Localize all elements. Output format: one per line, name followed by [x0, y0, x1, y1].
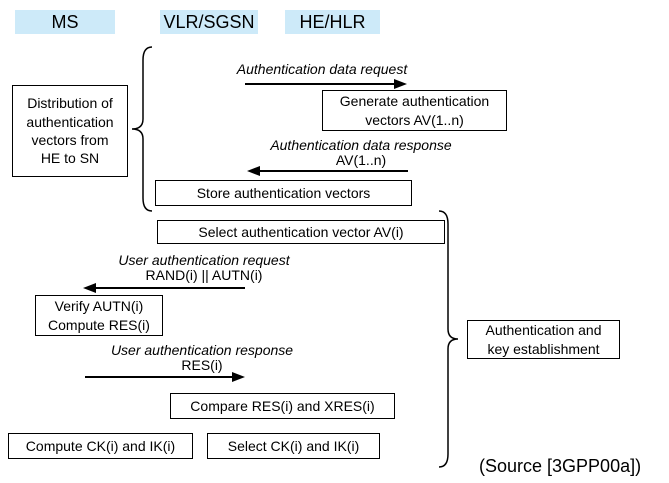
arrow-line [96, 287, 245, 289]
auth-data-response-arrow-icon [247, 165, 408, 177]
box-line: Select CK(i) and IK(i) [227, 437, 360, 454]
box-line: Compute CK(i) and IK(i) [25, 437, 176, 454]
box-line: Compute RES(i) [48, 316, 150, 333]
message-auth-data-response: Authentication data response AV(1..n) [256, 138, 466, 168]
message-label: Authentication data response [270, 137, 452, 153]
auth-key-establishment-box: Authentication and key establishment [467, 320, 620, 359]
arrowhead-left-icon [83, 283, 96, 293]
box-line: key establishment [487, 340, 600, 357]
left-curly-brace-icon [131, 46, 153, 212]
message-user-auth-response: User authentication response RES(i) [97, 343, 307, 373]
message-label: Authentication data request [236, 61, 408, 77]
arrowhead-right-icon [232, 372, 245, 382]
box-line: Authentication and [485, 322, 602, 339]
message-payload: AV(1..n) [335, 152, 387, 168]
box-line: Distribution of [27, 95, 113, 112]
generate-vectors-box: Generate authentication vectors AV(1..n) [322, 90, 507, 131]
right-curly-brace-icon [438, 210, 459, 468]
box-line: HE to SN [40, 150, 100, 167]
message-payload: RES(i) [181, 357, 223, 373]
user-auth-response-arrow-icon [85, 371, 245, 383]
arrow-line [85, 376, 232, 378]
select-ck-ik-box: Select CK(i) and IK(i) [207, 433, 380, 459]
verify-compute-box: Verify AUTN(i) Compute RES(i) [35, 295, 163, 336]
box-line: Generate authentication [339, 93, 490, 110]
box-line: authentication [26, 113, 114, 130]
arrow-line [245, 83, 394, 85]
actor-vlr-sgsn: VLR/SGSN [160, 10, 258, 34]
message-user-auth-request: User authentication request RAND(i) || A… [99, 253, 309, 283]
box-line: Compare RES(i) and XRES(i) [190, 397, 375, 414]
message-auth-data-request: Authentication data request [217, 62, 427, 77]
box-line: Verify AUTN(i) [54, 298, 144, 315]
select-vector-box: Select authentication vector AV(i) [157, 220, 445, 244]
box-line: Select authentication vector AV(i) [198, 223, 404, 240]
box-line: Store authentication vectors [196, 184, 371, 201]
message-label: User authentication request [118, 252, 290, 268]
arrow-line [260, 170, 408, 172]
box-line: vectors from [31, 132, 109, 148]
actor-he-hlr: HE/HLR [285, 10, 380, 34]
auth-data-request-arrow-icon [245, 78, 407, 90]
user-auth-request-arrow-icon [83, 282, 245, 294]
distribution-phase-box: Distribution of authentication vectors f… [12, 85, 128, 177]
actor-ms: MS [15, 10, 115, 34]
message-payload: RAND(i) || AUTN(i) [145, 267, 263, 283]
compute-ck-ik-box: Compute CK(i) and IK(i) [8, 433, 193, 459]
store-vectors-box: Store authentication vectors [155, 180, 412, 206]
arrowhead-left-icon [247, 166, 260, 176]
arrowhead-right-icon [394, 79, 407, 89]
source-note: (Source [3GPP00a]) [479, 456, 642, 476]
box-line: vectors AV(1..n) [365, 111, 464, 128]
message-label: User authentication response [110, 342, 294, 358]
compare-res-box: Compare RES(i) and XRES(i) [170, 393, 395, 419]
